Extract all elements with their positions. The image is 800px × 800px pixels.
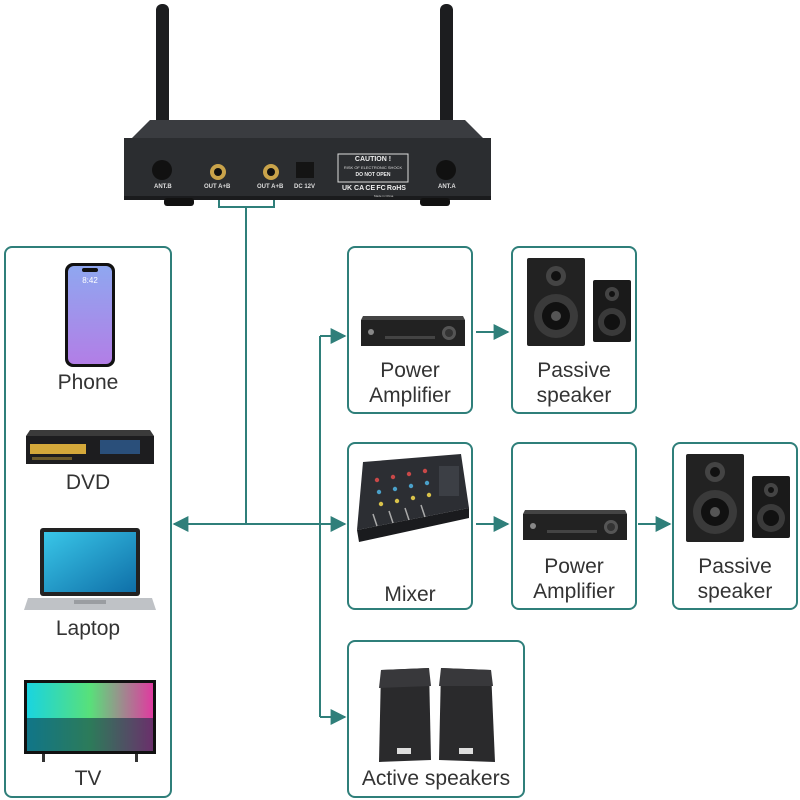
phone-screen-time: 8:42 [82, 276, 98, 285]
caution-title: CAUTION ! [354, 156, 392, 163]
cert-fcc: FC [376, 185, 386, 192]
label-power-amplifier-2: Power Amplifier [533, 555, 615, 603]
label-passive-speaker-2: Passive speaker [697, 555, 773, 603]
cert-made-in: Made in China [374, 194, 394, 198]
caution-line-1: RISK OF ELECTRONIC SHOCK [343, 165, 403, 170]
label-passive-speaker-1: Passive speaker [536, 359, 612, 407]
label-active-speakers: Active speakers [361, 767, 511, 790]
device-label-tv: TV [74, 767, 102, 790]
mixer-icon [357, 454, 469, 542]
device-label-phone: Phone [57, 371, 119, 394]
passive-speaker-box-1: Passive speaker [511, 246, 637, 414]
power-amplifier-box-2: Power Amplifier [511, 442, 637, 610]
power-amplifier-box-1: Power Amplifier [347, 246, 473, 414]
passive-speaker-icon [686, 454, 790, 542]
active-speakers-icon [379, 668, 495, 762]
port-dc: DC 12V [294, 184, 316, 190]
cert-marks: UK CA CE FC RoHS [342, 185, 406, 192]
caution-line-2: DO NOT OPEN [355, 172, 391, 178]
phone-icon [65, 263, 115, 367]
port-out-ab-1: OUT A+B [204, 184, 231, 190]
mixer-box: Mixer [347, 442, 473, 610]
cert-rohs: RoHS [386, 185, 406, 192]
cert-ukca: UK CA [342, 185, 365, 192]
passive-speaker-icon [527, 258, 631, 346]
power-amplifier-icon [523, 510, 627, 540]
dvd-player-icon [26, 430, 154, 464]
receiver-illustration [124, 4, 491, 206]
laptop-icon [24, 528, 156, 610]
port-ant-a: ANT.A [438, 184, 456, 190]
passive-speaker-box-2: Passive speaker [672, 442, 798, 610]
label-mixer: Mixer [384, 583, 436, 606]
port-out-ab-2: OUT A+B [257, 184, 284, 190]
active-speakers-box: Active speakers [347, 640, 525, 798]
device-label-laptop: Laptop [55, 617, 121, 640]
power-amplifier-icon [361, 316, 465, 346]
devices-box: 8:42 Phone DVD Laptop TV [4, 246, 172, 798]
wireless-receiver: ANT.B OUT A+B OUT A+B DC 12V ANT.A CAUTI… [120, 0, 495, 210]
device-label-dvd: DVD [65, 471, 111, 494]
label-power-amplifier-1: Power Amplifier [369, 359, 451, 407]
port-ant-b: ANT.B [154, 184, 172, 190]
tv-icon [24, 680, 156, 762]
cert-ce: CE [365, 185, 376, 192]
